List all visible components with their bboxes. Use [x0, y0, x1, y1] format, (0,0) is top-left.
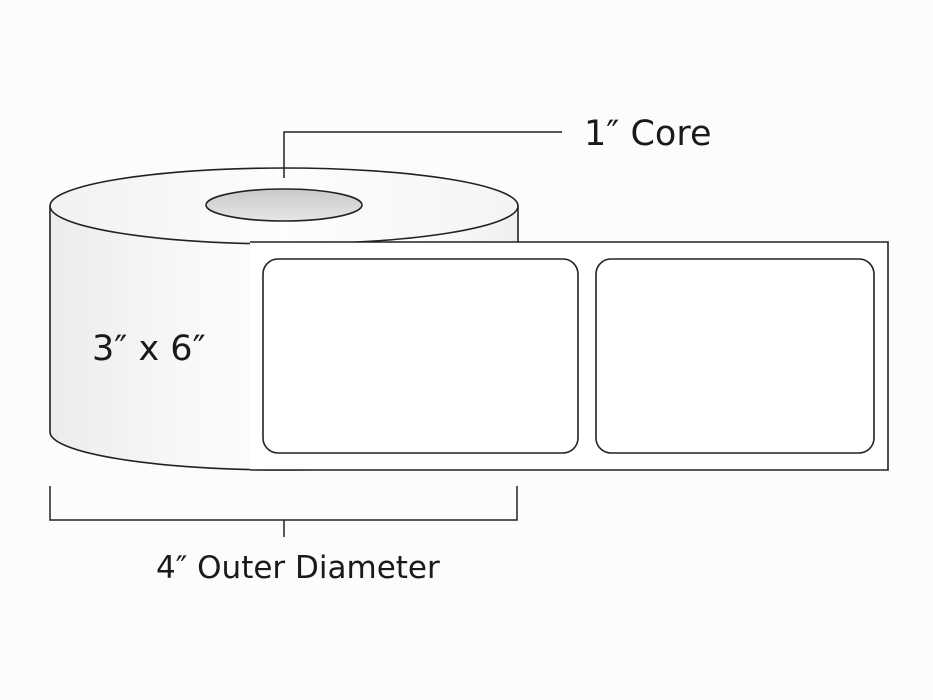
outer-diameter-label: 4″ Outer Diameter [156, 550, 440, 586]
label-1 [262, 258, 579, 454]
core-label: 1″ Core [584, 114, 711, 154]
label-2 [595, 258, 875, 454]
outer-diameter-bracket [49, 486, 518, 521]
core-callout-line [283, 131, 562, 178]
core-hole [205, 188, 363, 222]
size-label: 3″ x 6″ [92, 329, 206, 369]
